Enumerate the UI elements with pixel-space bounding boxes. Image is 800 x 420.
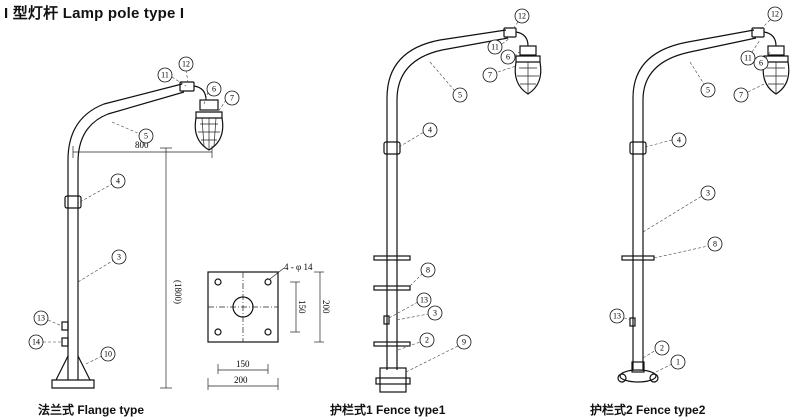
plate-inner-h-dim: 150 bbox=[236, 359, 250, 369]
fence1-lamp bbox=[514, 45, 542, 95]
caption-fence-type2: 护栏式2 Fence type2 bbox=[590, 403, 706, 417]
callout-bubble: 8 bbox=[713, 240, 717, 249]
callout-bubble: 3 bbox=[117, 253, 121, 262]
callout-bubble: 7 bbox=[739, 91, 743, 100]
callout-bubble: 14 bbox=[32, 338, 40, 347]
callout-bubble: 8 bbox=[426, 266, 430, 275]
callout-bubble: 4 bbox=[428, 126, 432, 135]
callout-bubble: 2 bbox=[660, 344, 664, 353]
callout-bubble: 7 bbox=[488, 71, 492, 80]
callout-bubble: 13 bbox=[420, 296, 428, 305]
callout-bubble: 12 bbox=[771, 10, 779, 19]
callout-bubble: 12 bbox=[518, 12, 526, 21]
callout-bubble: 5 bbox=[458, 91, 462, 100]
callout-bubble: 4 bbox=[677, 136, 681, 145]
callout-bubble: 9 bbox=[462, 338, 466, 347]
plate-inner-v-dim: 150 bbox=[297, 300, 307, 314]
callout-bubble: 5 bbox=[144, 132, 148, 141]
plate-outer-h-dim: 200 bbox=[234, 375, 248, 385]
arm-length-dim: 800 bbox=[135, 140, 149, 150]
callout-bubble: 11 bbox=[161, 71, 169, 80]
plate-outer-v-dim: 200 bbox=[321, 300, 331, 314]
callout-bubble: 13 bbox=[613, 312, 621, 321]
caption-fence-type1: 护栏式1 Fence type1 bbox=[330, 403, 446, 417]
callout-bubble: 2 bbox=[425, 336, 429, 345]
flange-lamp bbox=[194, 99, 224, 151]
callout-bubble: 4 bbox=[116, 177, 120, 186]
callout-bubble: 12 bbox=[182, 60, 190, 69]
callout-bubble: 5 bbox=[706, 86, 710, 95]
fence1-pole: 12 11 6 7 5 4 8 13 3 2 9 bbox=[373, 8, 542, 393]
flange-plate-detail: 4 - φ 14 150 200 150 200 bbox=[207, 262, 331, 390]
flange-pole: 800 (1800) 11 12 6 7 5 4 3 13 14 bbox=[28, 56, 240, 389]
caption-flange-type: 法兰式 Flange type bbox=[38, 403, 145, 417]
callout-bubble: 1 bbox=[676, 358, 680, 367]
callout-bubble: 3 bbox=[706, 189, 710, 198]
callout-bubble: 11 bbox=[491, 43, 499, 52]
page-title: I 型灯杆 Lamp pole type I bbox=[4, 5, 185, 22]
callout-bubble: 10 bbox=[104, 350, 112, 359]
callout-bubble: 3 bbox=[433, 309, 437, 318]
callout-bubble: 6 bbox=[759, 59, 763, 68]
callout-bubble: 7 bbox=[230, 94, 234, 103]
fence2-lamp bbox=[762, 45, 790, 95]
callout-bubble: 13 bbox=[37, 314, 45, 323]
callout-bubble: 11 bbox=[744, 54, 752, 63]
fence2-pole: 12 11 6 5 7 4 3 8 13 2 1 bbox=[609, 6, 790, 383]
holes-dim: 4 - φ 14 bbox=[284, 262, 313, 272]
height-dim: (1800) bbox=[173, 280, 183, 304]
callout-bubble: 6 bbox=[506, 53, 510, 62]
callout-bubble: 6 bbox=[212, 85, 216, 94]
